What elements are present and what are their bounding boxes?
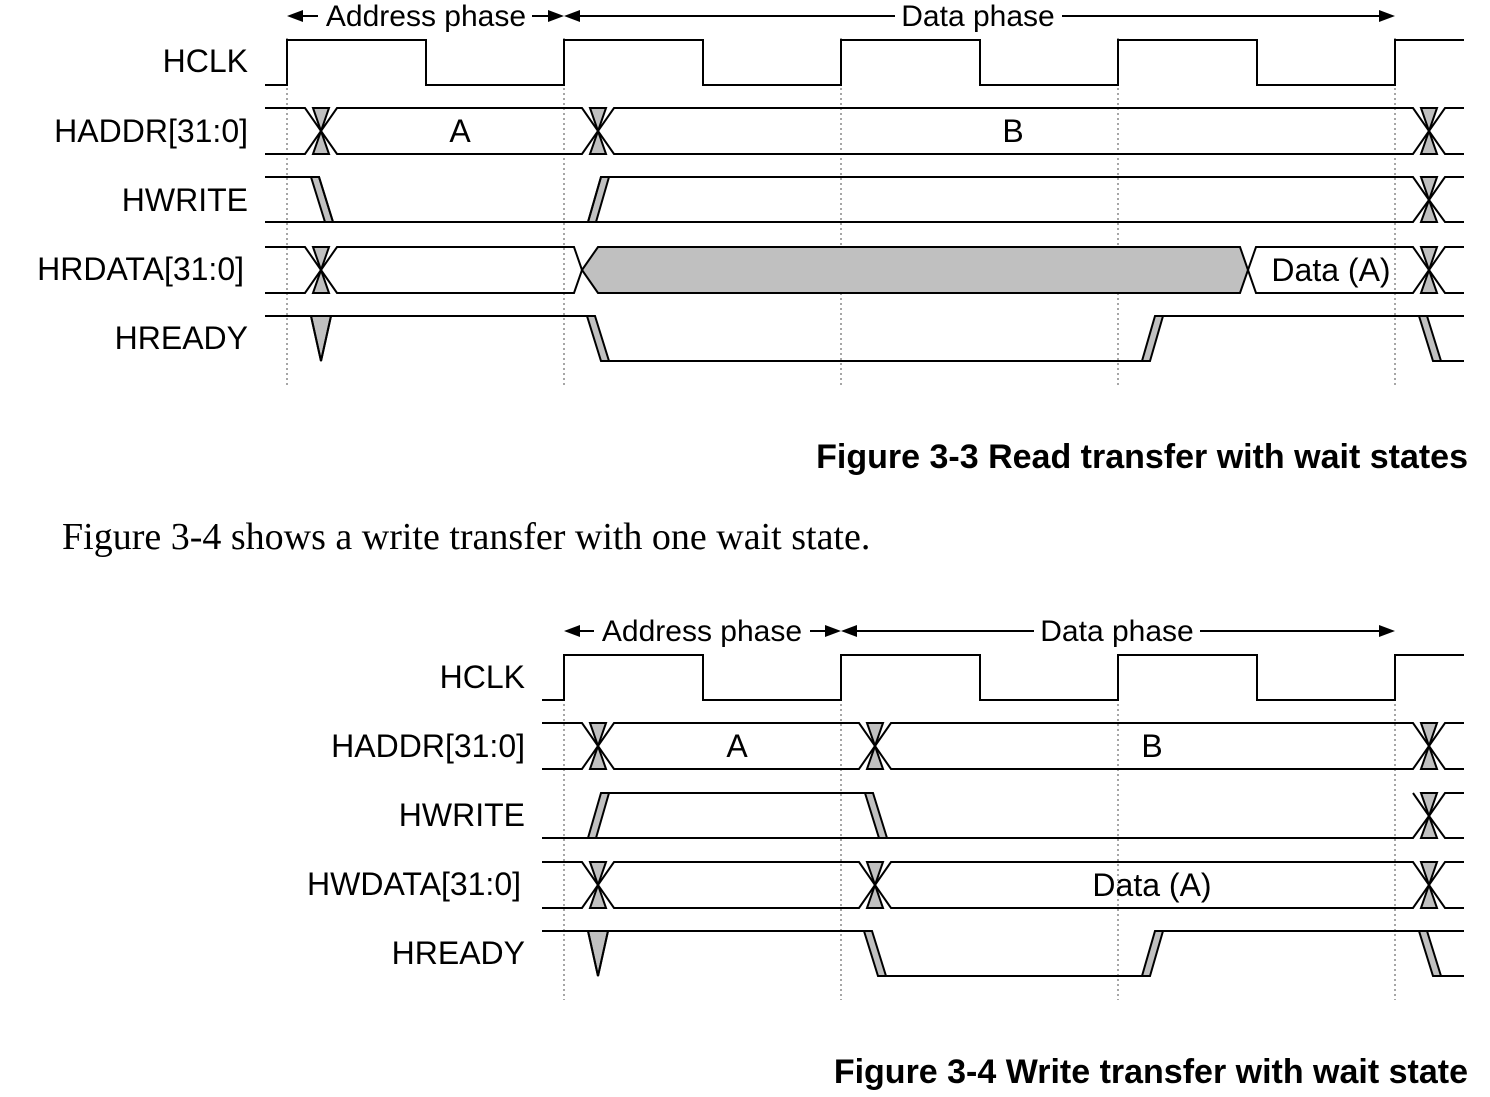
signal-label-haddr: HADDR[31:0] <box>54 113 248 149</box>
signal-label-hready-2: HREADY <box>392 935 525 971</box>
signal-label-hwrite: HWRITE <box>122 182 248 218</box>
address-phase-arrow-2: Address phase <box>564 615 841 648</box>
body-paragraph: Figure 3-4 shows a write transfer with o… <box>62 516 870 558</box>
signal-label-haddr-2: HADDR[31:0] <box>331 728 525 764</box>
signal-label-hclk: HCLK <box>163 43 248 79</box>
figure-read-transfer: Address phase Data phase HCLK HADDR[31:0… <box>37 0 1468 476</box>
haddr-waveform: A B <box>265 107 1464 155</box>
haddr-value-a-2: A <box>726 728 748 764</box>
signal-label-hclk-2: HCLK <box>440 659 525 695</box>
haddr-value-a: A <box>449 113 471 149</box>
address-phase-label: Address phase <box>326 0 526 33</box>
signal-label-hready: HREADY <box>115 320 248 356</box>
figure-caption-read: Figure 3-3 Read transfer with wait state… <box>816 438 1468 476</box>
hrdata-waveform: Data (A) <box>265 246 1464 294</box>
haddr-waveform-2: A B <box>542 722 1464 770</box>
address-phase-label-2: Address phase <box>602 615 802 648</box>
hready-waveform-2 <box>542 930 1464 977</box>
haddr-value-b: B <box>1002 113 1023 149</box>
data-phase-arrow-2: Data phase <box>841 615 1395 648</box>
hwdata-waveform: Data (A) <box>542 861 1464 909</box>
haddr-value-b-2: B <box>1141 728 1162 764</box>
hwrite-waveform <box>265 176 1464 223</box>
hclk-waveform-2 <box>542 654 1464 701</box>
address-phase-arrow: Address phase <box>287 0 564 33</box>
clock-grid-lines <box>286 38 1396 385</box>
signal-label-hwdata: HWDATA[31:0] <box>307 866 521 902</box>
signal-label-hwrite-2: HWRITE <box>399 797 525 833</box>
hrdata-value: Data (A) <box>1271 252 1390 288</box>
data-phase-label-2: Data phase <box>1040 615 1193 648</box>
hwrite-waveform-2 <box>542 792 1464 839</box>
hready-waveform <box>265 315 1464 362</box>
data-phase-arrow: Data phase <box>564 0 1395 33</box>
clock-grid-lines-2 <box>563 654 1396 1000</box>
signal-label-hrdata: HRDATA[31:0] <box>37 251 244 287</box>
data-phase-label: Data phase <box>901 0 1054 33</box>
hwdata-value: Data (A) <box>1092 867 1211 903</box>
hrdata-invalid-region <box>580 246 1250 294</box>
figure-caption-write: Figure 3-4 Write transfer with wait stat… <box>834 1053 1468 1091</box>
hclk-waveform <box>265 39 1464 86</box>
figure-write-transfer: Address phase Data phase HCLK HADDR[31:0… <box>307 615 1468 1091</box>
